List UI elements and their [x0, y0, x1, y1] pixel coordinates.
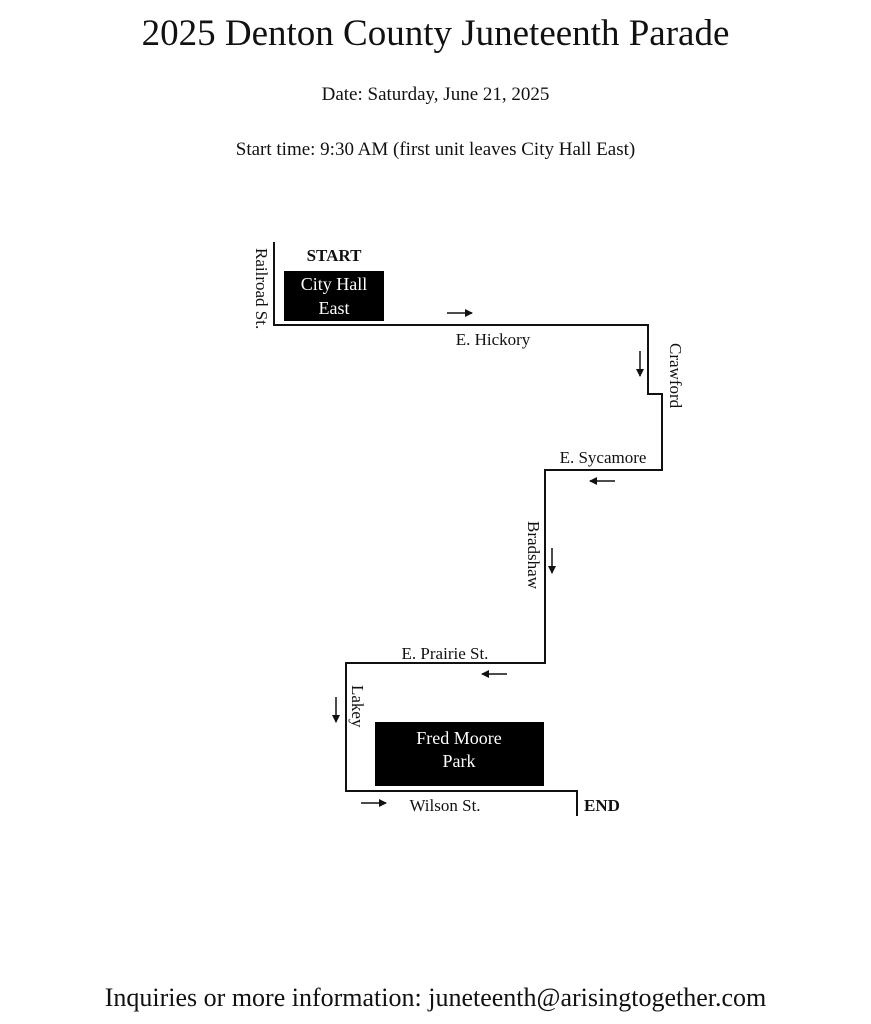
city-hall-east-box	[284, 271, 384, 321]
contact-info: Inquiries or more information: juneteent…	[104, 983, 767, 1012]
end-label: END	[584, 796, 620, 815]
city-hall-east-line1: City Hall	[301, 274, 368, 294]
parade-route-line	[274, 324, 663, 816]
street-label-bradshaw: Bradshaw	[524, 521, 543, 590]
street-label-sycamore: E. Sycamore	[560, 448, 647, 467]
start-time: Start time: 9:30 AM (first unit leaves C…	[235, 139, 636, 160]
street-label-hickory: E. Hickory	[456, 330, 531, 349]
event-date: Date: Saturday, June 21, 2025	[321, 84, 550, 105]
page-title: 2025 Denton County Juneteenth Parade	[141, 13, 730, 54]
fred-moore-park-line1: Fred Moore	[416, 728, 501, 748]
start-label: START	[307, 246, 362, 265]
street-label-lakey: Lakey	[348, 685, 367, 728]
street-label-prairie: E. Prairie St.	[402, 644, 489, 663]
street-label-crawford: Crawford	[666, 343, 685, 409]
street-label-wilson: Wilson St.	[409, 796, 480, 815]
fred-moore-park-line2: Park	[443, 751, 476, 771]
fred-moore-park-box	[375, 722, 544, 786]
street-label-railroad: Railroad St.	[252, 248, 271, 329]
city-hall-east-line2: East	[319, 298, 350, 318]
